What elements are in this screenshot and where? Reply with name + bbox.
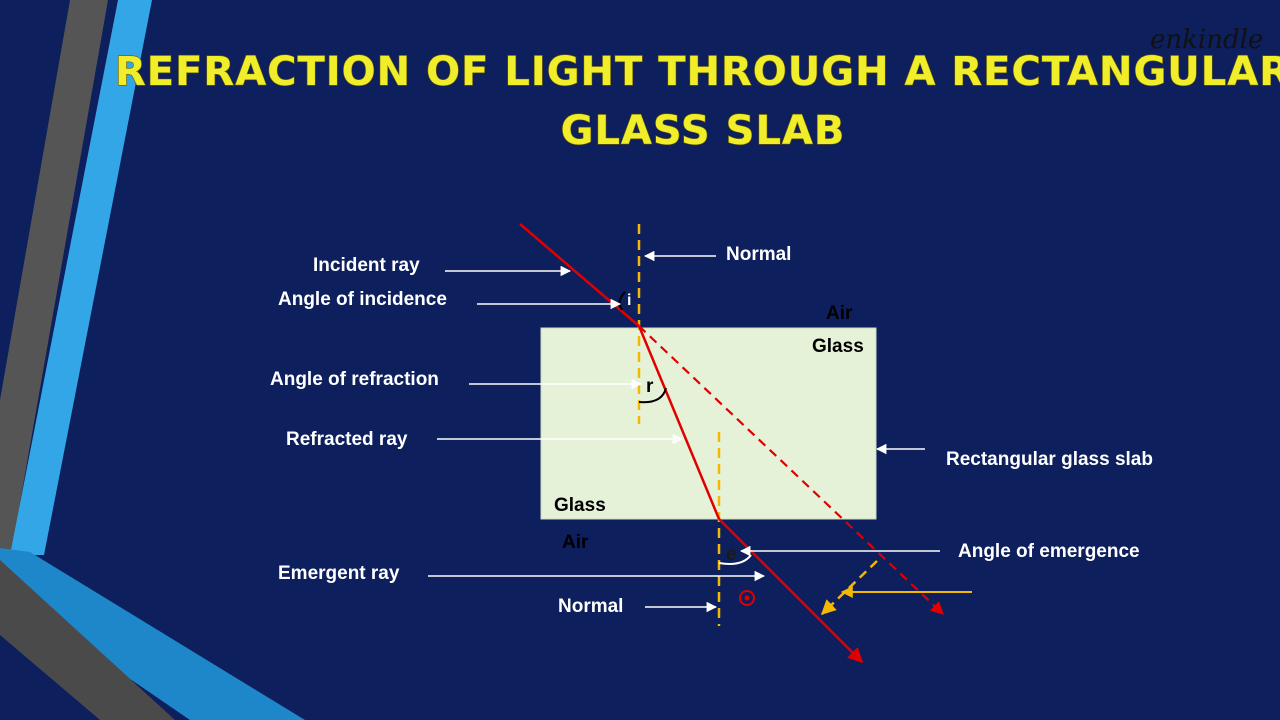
title-line-2: GLASS SLAB: [561, 108, 846, 154]
label-angle-of-incidence: Angle of incidence: [278, 289, 447, 310]
decor-stripe-bottom-gray: [0, 560, 175, 720]
label-normal-top: Normal: [726, 244, 791, 265]
glass-slab: [540, 327, 877, 520]
label-angle-r: r: [646, 376, 654, 397]
label-normal-bottom: Normal: [558, 596, 623, 617]
label-rectangular-glass-slab: Rectangular glass slab: [946, 449, 1153, 470]
label-glass-top: Glass: [812, 336, 864, 357]
label-refracted-ray: Refracted ray: [286, 429, 408, 450]
lateral-shift-line: [820, 560, 878, 616]
decor-stripe-blue: [10, 0, 152, 555]
label-air-bottom: Air: [562, 532, 589, 553]
arc-refraction: [638, 387, 667, 404]
label-glass-bottom: Glass: [554, 495, 606, 516]
incident-ray: [519, 223, 640, 327]
decor-stripe-bottom-blue: [0, 548, 305, 720]
brand-logo: enkindle: [1150, 25, 1263, 55]
label-air-top: Air: [826, 303, 853, 324]
arc-emergence: [718, 554, 752, 565]
cursor-indicator-dot: [744, 595, 750, 601]
label-incident-ray: Incident ray: [313, 255, 420, 276]
arc-incidence: [618, 291, 626, 311]
decor-stripe-gray: [0, 0, 108, 560]
label-angle-i: i: [627, 292, 631, 309]
label-angle-of-refraction: Angle of refraction: [270, 369, 439, 390]
refracted-ray: [637, 325, 721, 520]
title-line-1: REFRACTION OF LIGHT THROUGH A RECTANGULA…: [115, 49, 1280, 95]
emergent-ray: [718, 518, 864, 664]
cursor-indicator: [739, 590, 755, 606]
extended-incident-ray: [638, 325, 944, 615]
label-emergent-ray: Emergent ray: [278, 563, 400, 584]
label-angle-e: e: [726, 544, 737, 565]
label-angle-of-emergence: Angle of emergence: [958, 541, 1140, 562]
